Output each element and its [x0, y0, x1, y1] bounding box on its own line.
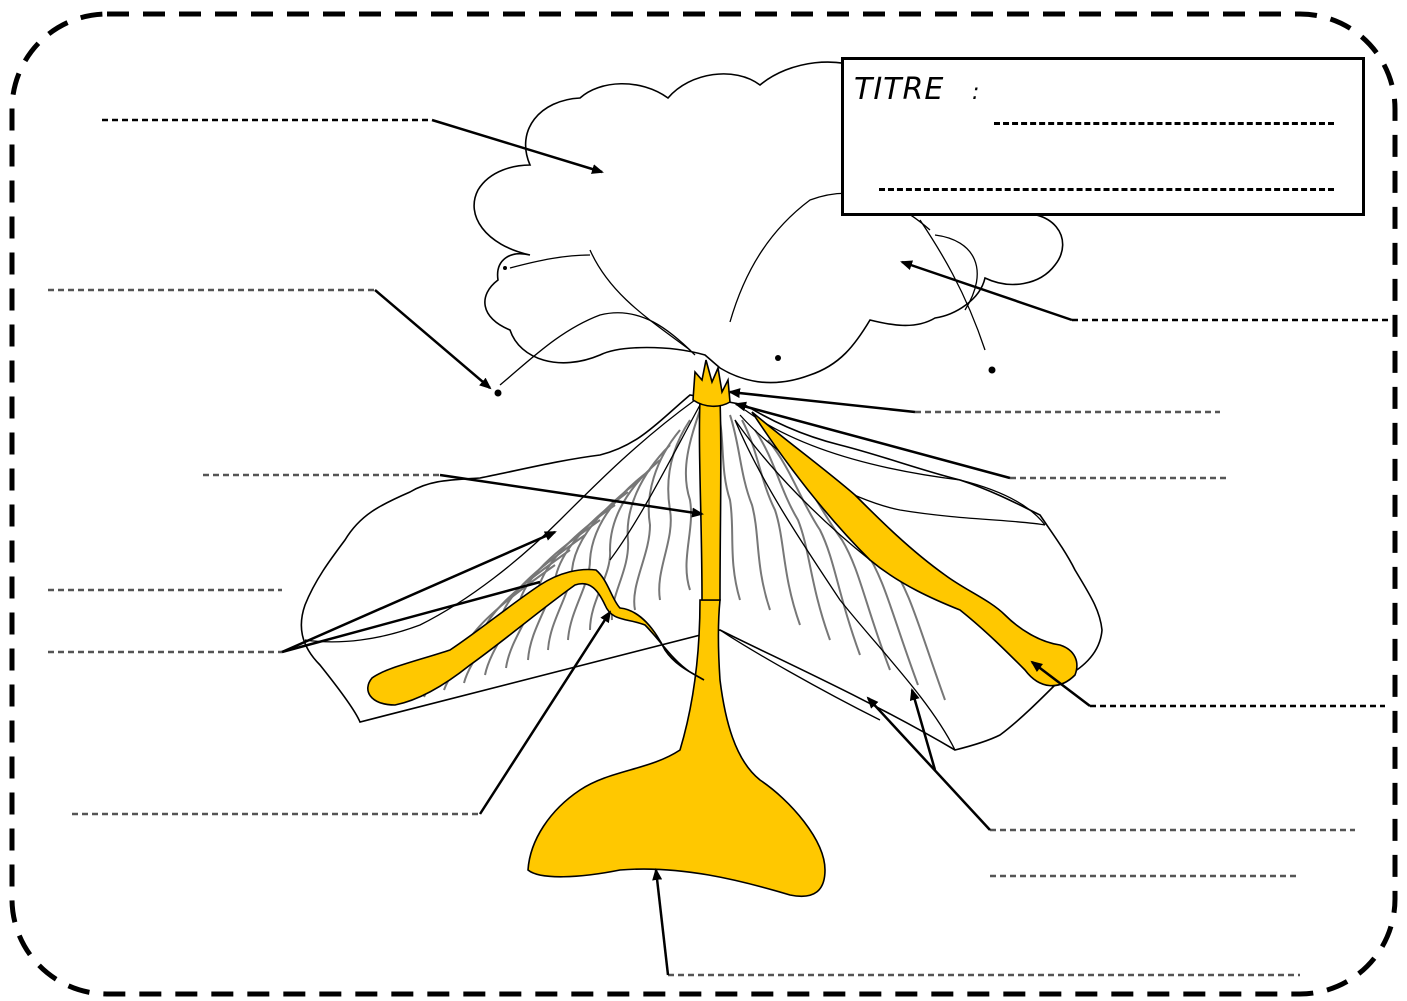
side-dike — [367, 568, 705, 706]
dashed-border — [9, 11, 1398, 997]
title-answer-line-2[interactable] — [879, 188, 1334, 191]
left-slope-lines — [304, 399, 701, 643]
label-lines — [48, 118, 1390, 977]
title-box: TITRE : — [841, 57, 1365, 216]
volcanic-bombs — [494, 266, 996, 397]
title-answer-line-1[interactable] — [994, 122, 1334, 125]
title-label: TITRE — [854, 72, 945, 107]
title-separator: : — [972, 80, 980, 105]
main-chimney — [698, 399, 722, 601]
crater-plug — [692, 359, 731, 408]
magma — [367, 359, 1078, 897]
magma-chamber — [527, 599, 826, 897]
lateral-flow — [751, 411, 1078, 687]
